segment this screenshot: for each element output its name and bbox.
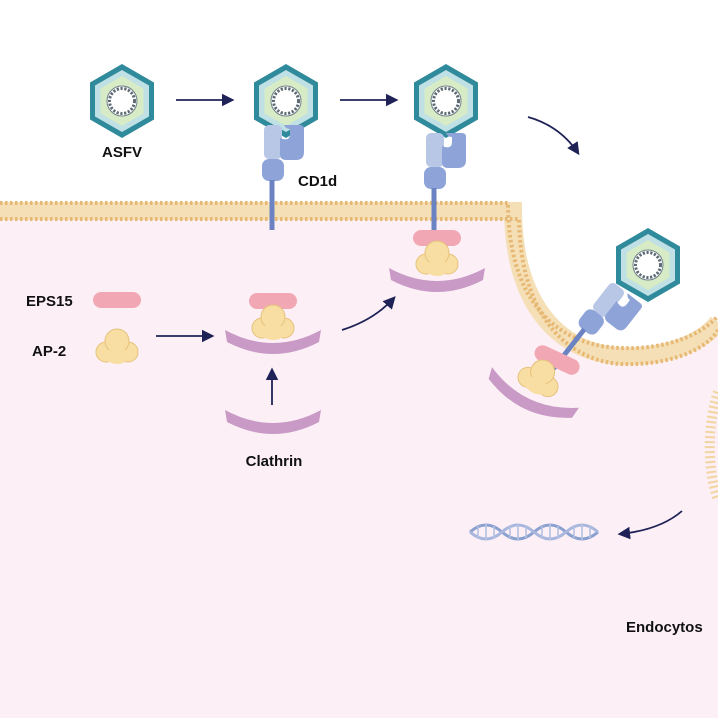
endocytosis-label: Endocytos — [626, 619, 703, 636]
ap2-label: AP-2 — [32, 343, 66, 360]
eps15-legend-icon — [93, 292, 141, 308]
virus-icon — [614, 226, 682, 304]
asfv-label: ASFV — [102, 144, 142, 161]
arrow-icon — [617, 510, 683, 540]
arrow-icon — [527, 116, 580, 156]
cytoplasm — [0, 211, 718, 718]
dna-helix-icon — [469, 523, 599, 541]
eps15-label: EPS15 — [26, 293, 73, 310]
plasma-membrane — [0, 201, 718, 367]
clathrin-label: Clathrin — [246, 453, 303, 470]
virus-icon — [88, 62, 156, 140]
cd1d-label: CD1d — [298, 173, 337, 190]
virus-icon — [412, 62, 480, 140]
right-vesicle-edge — [704, 390, 718, 502]
arrow-icon — [341, 296, 396, 331]
